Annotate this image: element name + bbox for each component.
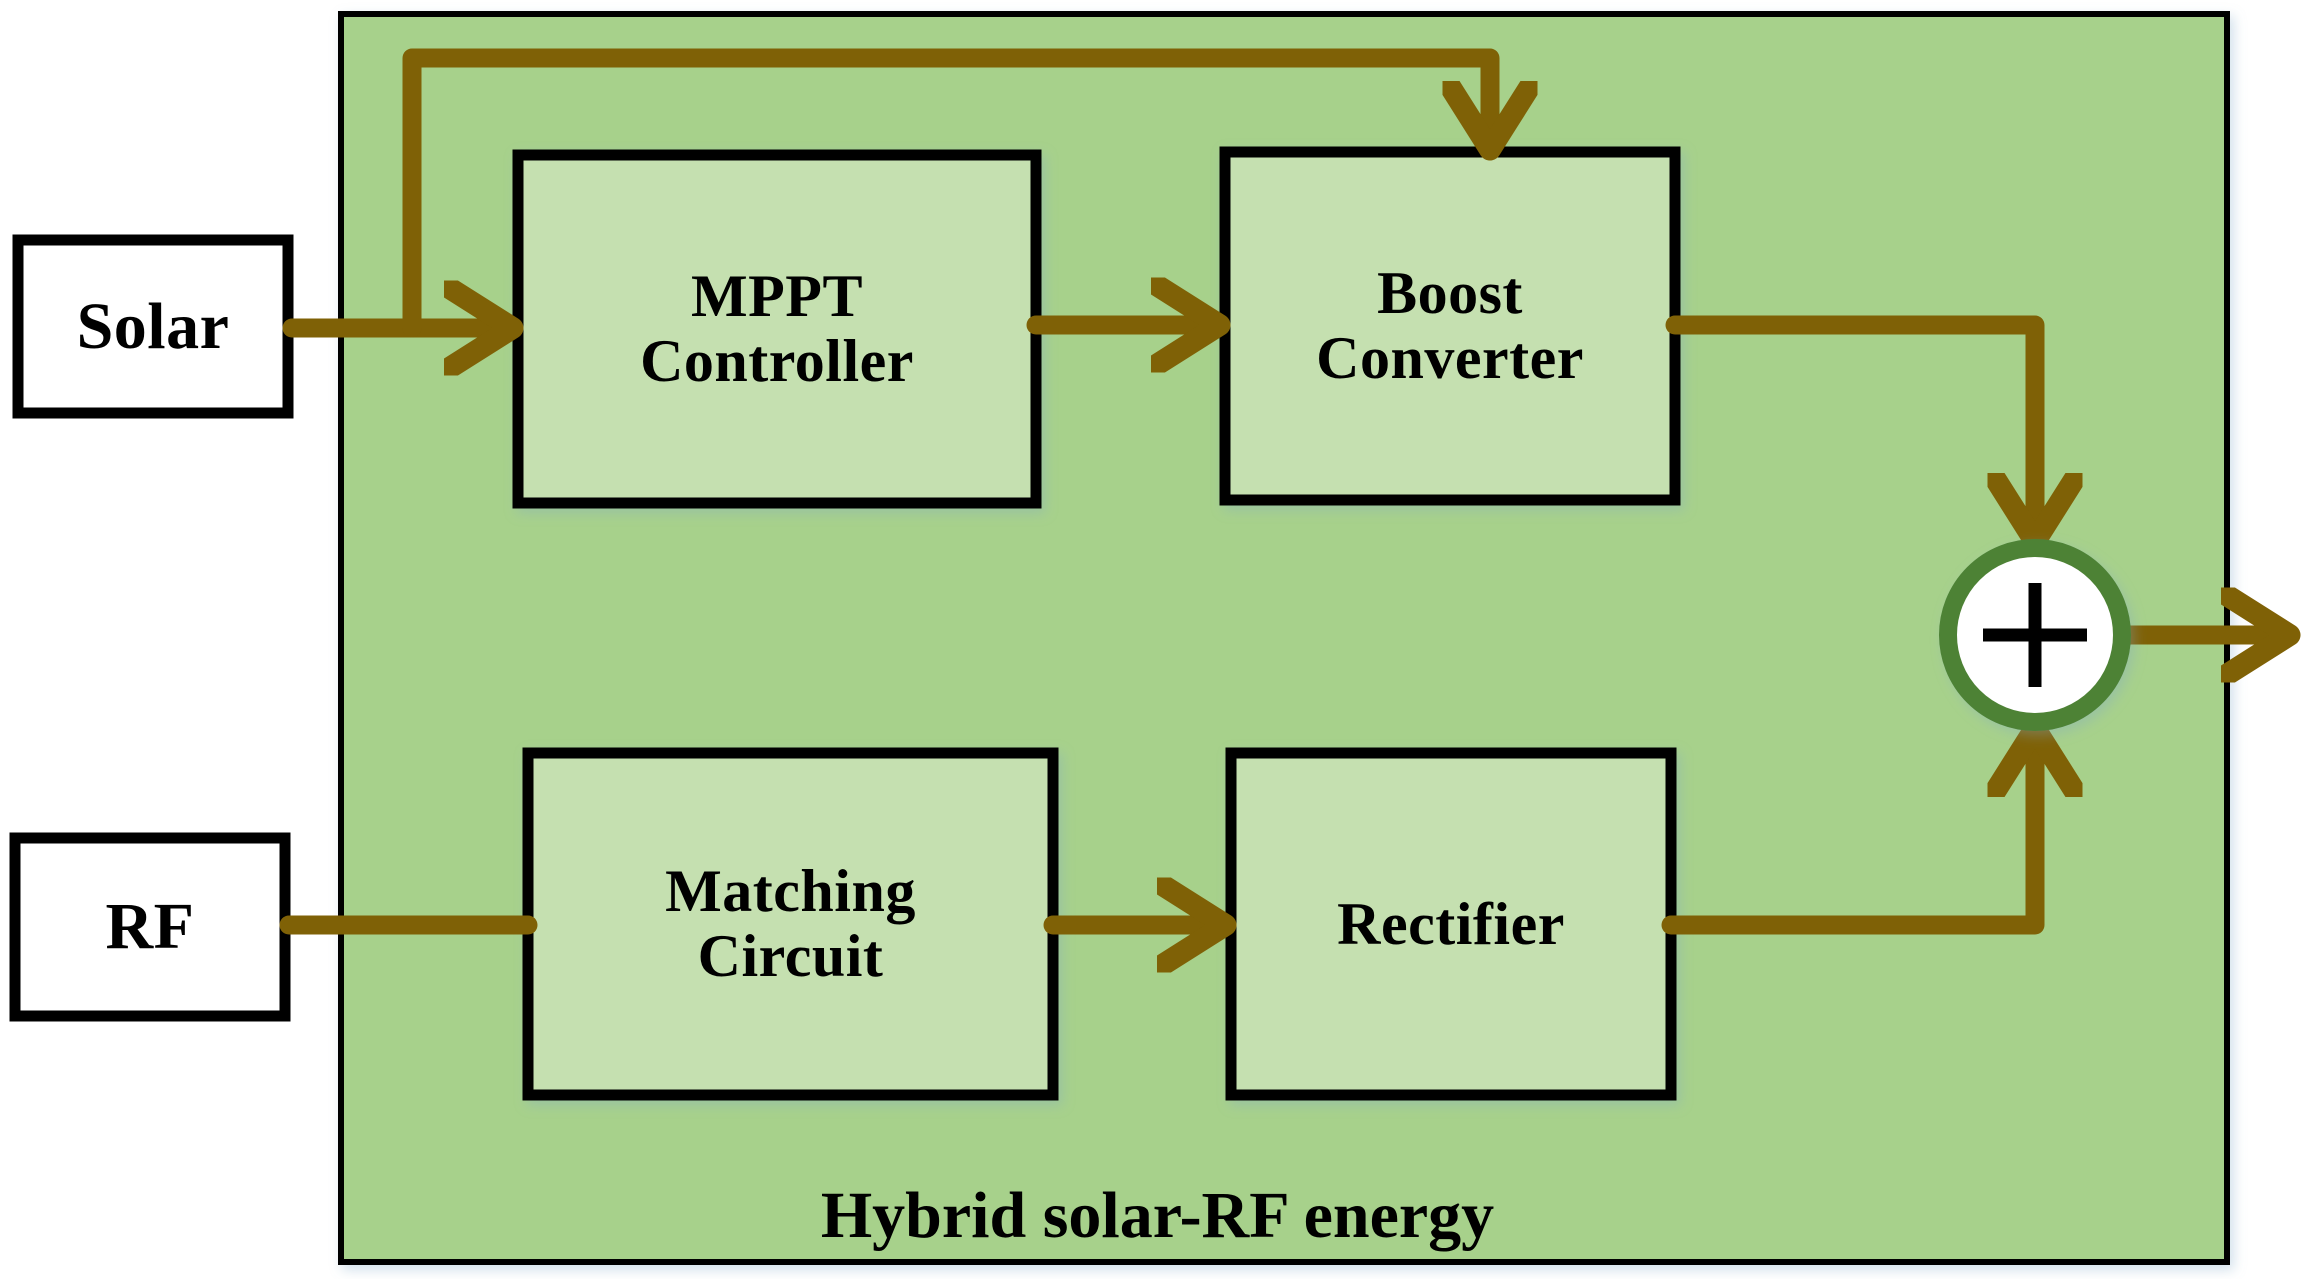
boost-converter-box[interactable]	[1219, 146, 1681, 506]
solar-source-box[interactable]	[12, 234, 294, 419]
arrow-rectifier-to-summer	[1661, 736, 2035, 935]
arrow-boost-to-summer	[1665, 315, 2035, 534]
arrow-solar-feedback-to-boost	[402, 48, 1490, 338]
rectifier-box[interactable]	[1225, 747, 1677, 1101]
mppt-controller-box[interactable]	[512, 149, 1042, 509]
plus-icon	[1983, 583, 2087, 687]
rf-source-box[interactable]	[9, 832, 291, 1022]
diagram-caption: Hybrid solar-RF energy	[820, 1179, 1495, 1252]
matching-circuit-box[interactable]	[522, 747, 1059, 1101]
